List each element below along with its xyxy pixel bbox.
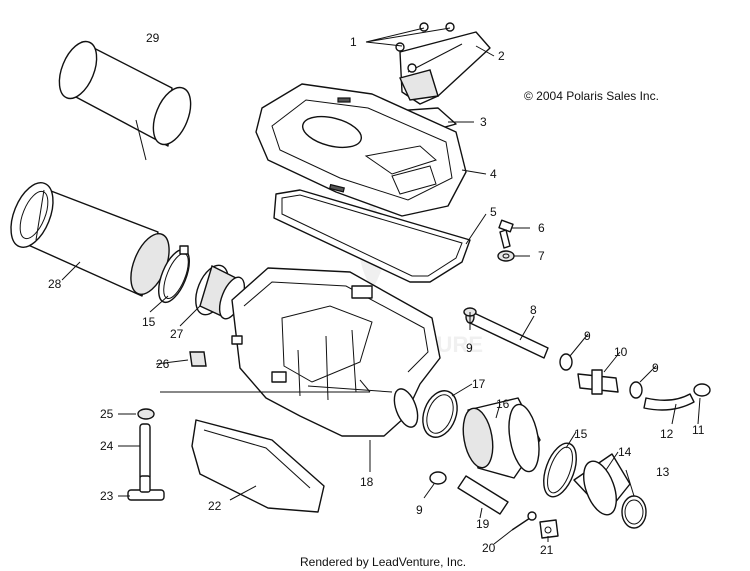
callout-9-lower: 9 <box>416 503 423 517</box>
callout-6: 6 <box>538 221 545 235</box>
callout-27: 27 <box>170 327 184 341</box>
clip-26 <box>189 351 207 367</box>
bolt-6 <box>498 219 514 249</box>
callout-20: 20 <box>482 541 496 555</box>
gasket-5 <box>273 189 471 283</box>
callout-15-right: 15 <box>574 427 588 441</box>
boot-14 <box>573 453 631 516</box>
callout-17: 17 <box>472 377 486 391</box>
clamp-15-right <box>543 442 577 498</box>
callout-9-upper: 9 <box>466 341 473 355</box>
callout-labels: 1 2 3 4 5 6 7 8 9 9 9 9 10 11 12 13 14 1… <box>48 31 705 557</box>
check-valve-10 <box>577 369 619 395</box>
callout-9-right: 9 <box>652 361 659 375</box>
callout-14: 14 <box>618 445 632 459</box>
callout-12: 12 <box>660 427 674 441</box>
callout-22: 22 <box>208 499 222 513</box>
callout-13: 13 <box>656 465 670 479</box>
callout-1: 1 <box>350 35 357 49</box>
bracket-clip-21 <box>539 519 559 539</box>
footer-credit: Rendered by LeadVenture, Inc. <box>300 555 466 569</box>
callout-19: 19 <box>476 517 490 531</box>
clamp-9-mid <box>559 353 573 371</box>
washer-7 <box>497 250 515 262</box>
tee-fitting-23 <box>127 475 165 501</box>
seal-ring-17 <box>422 390 458 438</box>
callout-9-mid: 9 <box>584 329 591 343</box>
callout-11: 11 <box>692 423 705 437</box>
clamp-11 <box>693 383 711 397</box>
callout-28: 28 <box>48 277 62 291</box>
clamp-9-right <box>629 381 643 399</box>
drain-tube-24 <box>139 423 151 481</box>
callout-8: 8 <box>530 303 537 317</box>
drain-tube-19 <box>457 475 509 515</box>
callout-24: 24 <box>100 439 114 453</box>
callout-16: 16 <box>496 397 510 411</box>
clamp-15-left <box>158 245 190 304</box>
callout-23: 23 <box>100 489 114 503</box>
callout-2: 2 <box>498 49 505 63</box>
callout-29: 29 <box>146 31 160 45</box>
clamp-25 <box>137 408 155 420</box>
callout-4: 4 <box>490 167 497 181</box>
copyright-text: © 2004 Polaris Sales Inc. <box>524 89 659 103</box>
screw-20 <box>511 511 537 531</box>
callout-10: 10 <box>614 345 628 359</box>
callout-7: 7 <box>538 249 545 263</box>
callout-3: 3 <box>480 115 487 129</box>
callout-18: 18 <box>360 475 374 489</box>
callout-5: 5 <box>490 205 497 219</box>
callout-21: 21 <box>540 543 554 557</box>
clamp-9-lower <box>429 471 447 485</box>
adapter-27 <box>195 264 246 320</box>
intake-boot-16 <box>462 397 541 479</box>
screws-1 <box>395 22 455 73</box>
leader-lines <box>61 27 701 545</box>
callout-25: 25 <box>100 407 114 421</box>
airbox-lid-4 <box>255 83 467 217</box>
callout-26: 26 <box>156 357 170 371</box>
clamp-13 <box>621 495 647 529</box>
cover-plate-22 <box>191 419 325 513</box>
air-filter-28 <box>10 182 170 297</box>
callout-15-left: 15 <box>142 315 156 329</box>
duct-cover-2 <box>399 31 491 105</box>
prefilter-sleeve-29 <box>58 40 192 147</box>
airbox-18 <box>231 267 441 437</box>
hose-12 <box>643 393 695 411</box>
